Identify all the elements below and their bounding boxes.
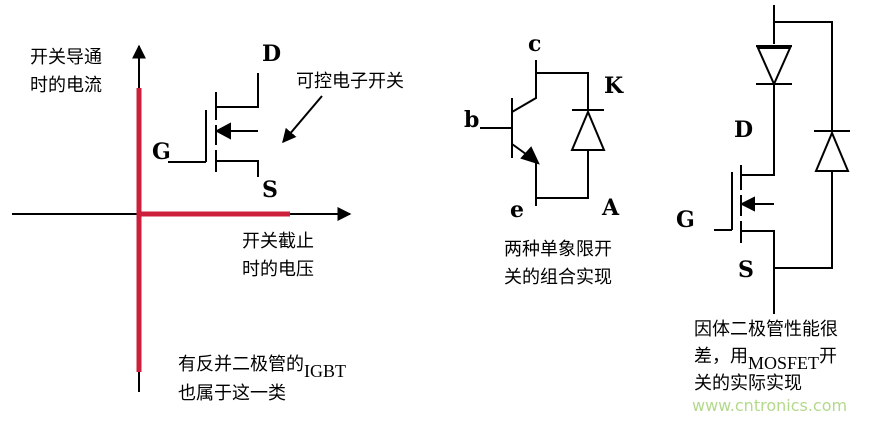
base-label: b — [464, 107, 480, 133]
mosfet-circuit-drawing — [714, 5, 850, 314]
igbt-circuit-drawing — [480, 60, 606, 206]
mosfet-gate-terminal-label: G — [676, 207, 695, 233]
emitter-label: e — [510, 197, 524, 223]
mosfet-gate-label: G — [152, 139, 171, 165]
body-arrow — [214, 122, 231, 140]
drain-lead — [216, 73, 259, 108]
emitter-path — [535, 150, 589, 199]
controllable-switch-caption: 可控电子开关 — [296, 71, 404, 92]
watermark-text: www.cntronics.com — [692, 396, 848, 415]
mosfet-source-label: S — [262, 177, 278, 203]
collector-path — [511, 72, 589, 113]
collector-label: c — [528, 31, 542, 57]
bypass-bottom-wire — [774, 171, 833, 269]
bypass-top-wire — [774, 21, 833, 131]
y-axis-label-line1: 开关导通 — [30, 47, 102, 68]
mosfet-caption-line3: 关的实际实现 — [694, 373, 802, 394]
diode-triangle — [570, 109, 606, 151]
anode-label: A — [602, 195, 620, 221]
x-axis-label-line1: 开关截止 — [242, 231, 314, 252]
source-lead — [216, 160, 259, 177]
x-axis-label-line2: 时的电压 — [242, 259, 314, 280]
igbt-caption-line1: 两种单象限开 — [504, 239, 612, 260]
bypass-diode-triangle — [814, 130, 850, 172]
mosfet-caption-line1: 因体二极管性能很 — [694, 319, 838, 340]
igbt-note-line2: 也属于这一类 — [178, 383, 286, 404]
body-arrow — [739, 196, 755, 212]
mosfet-symbol — [168, 73, 323, 177]
igbt-note-line1: 有反并二极管的IGBT — [178, 354, 346, 381]
source-path — [741, 230, 775, 314]
series-diode-triangle — [756, 47, 792, 87]
y-axis-label-line2: 时的电流 — [30, 75, 102, 96]
caption-pointer-arrow — [282, 95, 323, 144]
emitter-arrow — [520, 146, 540, 165]
mosfet-caption-line2: 差，用MOSFET开 — [694, 346, 838, 373]
drain-path — [741, 84, 775, 176]
cathode-label: K — [604, 73, 624, 99]
mosfet-source-terminal-label: S — [738, 257, 754, 283]
operating-region — [136, 88, 290, 372]
mosfet-drain-terminal-label: D — [734, 117, 754, 143]
igbt-caption-line2: 关的组合实现 — [504, 267, 612, 288]
mosfet-drain-label: D — [262, 41, 282, 67]
